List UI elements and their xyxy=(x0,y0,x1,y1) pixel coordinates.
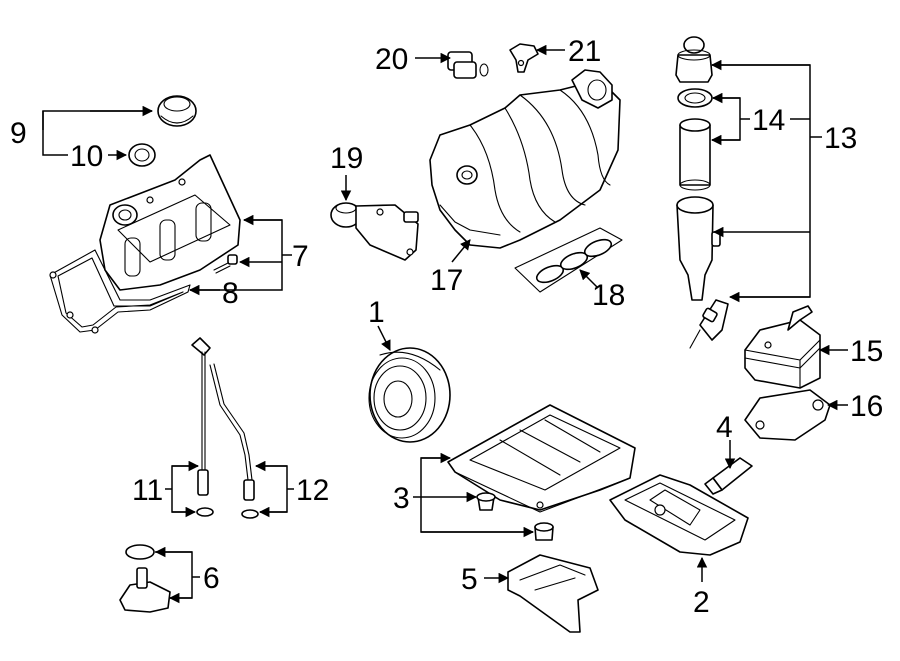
intake-manifold xyxy=(429,69,621,249)
callout-5: 5 xyxy=(461,563,478,596)
callout-19: 19 xyxy=(330,142,363,175)
callout-21: 21 xyxy=(568,35,601,68)
temperature-sensor xyxy=(509,43,539,73)
filler-cap-seal xyxy=(128,143,156,167)
oil-dipstick xyxy=(191,337,211,496)
filter-seal xyxy=(677,88,713,108)
oil-filler-cap xyxy=(157,95,197,127)
callout-3: 3 xyxy=(393,482,410,515)
callout-18: 18 xyxy=(592,279,625,312)
dipstick-o-ring xyxy=(196,507,214,517)
oil-filter-element xyxy=(679,118,711,191)
valve-cover-gasket xyxy=(49,249,191,334)
crankshaft-pulley xyxy=(368,347,451,443)
callout-2: 2 xyxy=(693,586,710,619)
callout-7: 7 xyxy=(292,240,309,273)
callout-6: 6 xyxy=(203,562,220,595)
oil-filter-housing xyxy=(676,196,721,301)
callout-14: 14 xyxy=(752,104,785,137)
oil-pressure-sender xyxy=(689,299,729,349)
valve-cover-bolt xyxy=(213,254,238,274)
valve-cover xyxy=(99,154,241,291)
intake-sensor xyxy=(330,202,419,261)
leader-lines xyxy=(42,44,848,604)
dipstick-tube xyxy=(209,363,255,501)
tube-o-ring xyxy=(241,509,259,519)
oil-cooler xyxy=(744,305,821,389)
callout-10: 10 xyxy=(70,140,103,173)
callout-labels: 9 10 7 8 19 20 21 17 18 14 13 15 16 1 4 … xyxy=(10,35,883,619)
callout-16: 16 xyxy=(850,390,883,423)
sealant-tube xyxy=(704,457,753,495)
callout-12: 12 xyxy=(296,474,329,507)
oil-filter-cap xyxy=(675,36,713,83)
callout-1: 1 xyxy=(368,296,385,329)
callout-11: 11 xyxy=(132,474,163,507)
callout-17: 17 xyxy=(430,264,463,297)
sensor-o-ring xyxy=(125,544,155,560)
upper-oil-pan xyxy=(447,404,636,513)
callout-13: 13 xyxy=(824,122,857,155)
callout-20: 20 xyxy=(375,43,408,76)
callout-9: 9 xyxy=(10,117,27,150)
callout-8: 8 xyxy=(222,277,239,310)
intake-gaskets xyxy=(514,227,623,293)
callout-4: 4 xyxy=(716,411,733,444)
drain-plug-washer xyxy=(534,522,554,541)
callout-15: 15 xyxy=(850,335,883,368)
oil-baffle xyxy=(507,554,599,633)
oil-cooler-gasket xyxy=(744,389,831,441)
drain-plug xyxy=(476,492,496,511)
pressure-sensor xyxy=(447,51,489,79)
lower-oil-pan xyxy=(609,474,749,556)
oil-level-sensor xyxy=(119,567,171,613)
